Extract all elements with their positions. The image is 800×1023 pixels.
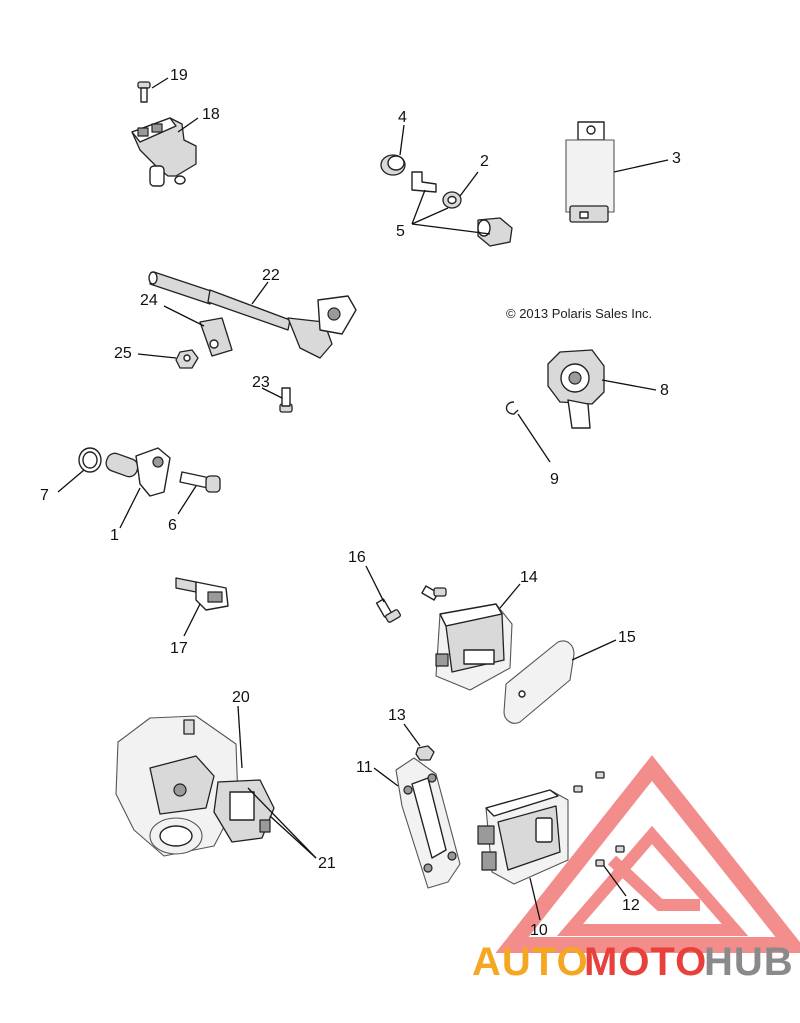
part-10-engine-control-unit (477, 789, 569, 885)
part-22-sensor-harness (148, 271, 357, 359)
callout-11: 11 (356, 759, 373, 776)
watermark-auto: AUTO (472, 940, 589, 984)
callout-2: 2 (480, 153, 489, 170)
part-3-control-module (565, 121, 615, 223)
part-5-terminal-plate (411, 171, 437, 193)
callout-25: 25 (114, 345, 132, 362)
part-12-screws (573, 771, 625, 867)
part-21-throttle-position-sensor (213, 779, 275, 843)
part-6-bolt (179, 471, 221, 493)
callout-3: 3 (672, 150, 681, 167)
callout-10: 10 (530, 922, 548, 939)
part-19-bolt (137, 81, 151, 103)
copyright-notice: © 2013 Polaris Sales Inc. (506, 306, 652, 321)
callout-19: 19 (170, 67, 188, 84)
part-16-screw-b (421, 585, 447, 601)
callout-7: 7 (40, 487, 49, 504)
part-9-clip (505, 401, 519, 415)
part-24-bracket (199, 317, 233, 357)
callout-23: 23 (252, 374, 270, 391)
part-18-map-sensor (131, 117, 197, 187)
part-8-knock-sensor (547, 349, 605, 429)
part-17-temperature-sensor (175, 577, 229, 611)
watermark-hub: HUB (704, 940, 794, 984)
automotohub-watermark: AUTO MOTO HUB (472, 940, 794, 984)
callout-1: 1 (110, 527, 119, 544)
part-11-ecu-bracket (395, 757, 461, 889)
part-25-nut (175, 349, 199, 369)
callout-8: 8 (660, 382, 669, 399)
callout-18: 18 (202, 106, 220, 123)
part-4-cap (380, 154, 406, 176)
automotohub-triangle-logo-icon (495, 755, 800, 953)
callout-13: 13 (388, 707, 406, 724)
callout-21: 21 (318, 855, 336, 872)
callout-16: 16 (348, 549, 366, 566)
callout-5: 5 (396, 223, 405, 240)
part-13-nut (415, 745, 435, 761)
part-7-o-ring (78, 447, 102, 473)
watermark-moto: MOTO (584, 940, 707, 984)
part-1-cam-sensor (105, 447, 171, 497)
part-23-bolt (279, 387, 293, 413)
callout-17: 17 (170, 640, 188, 657)
part-16-screw (375, 598, 401, 623)
part-2-washer (442, 191, 462, 209)
part-14-ecu-housing (435, 603, 513, 691)
callout-4: 4 (398, 109, 407, 126)
part-5-sensor (477, 217, 513, 247)
callout-15: 15 (618, 629, 636, 646)
callout-20: 20 (232, 689, 250, 706)
callout-24: 24 (140, 292, 158, 309)
callout-12: 12 (622, 897, 640, 914)
callout-9: 9 (550, 471, 559, 488)
callout-6: 6 (168, 517, 177, 534)
callout-14: 14 (520, 569, 538, 586)
callout-22: 22 (262, 267, 280, 284)
part-15-cover-plate (503, 640, 575, 724)
